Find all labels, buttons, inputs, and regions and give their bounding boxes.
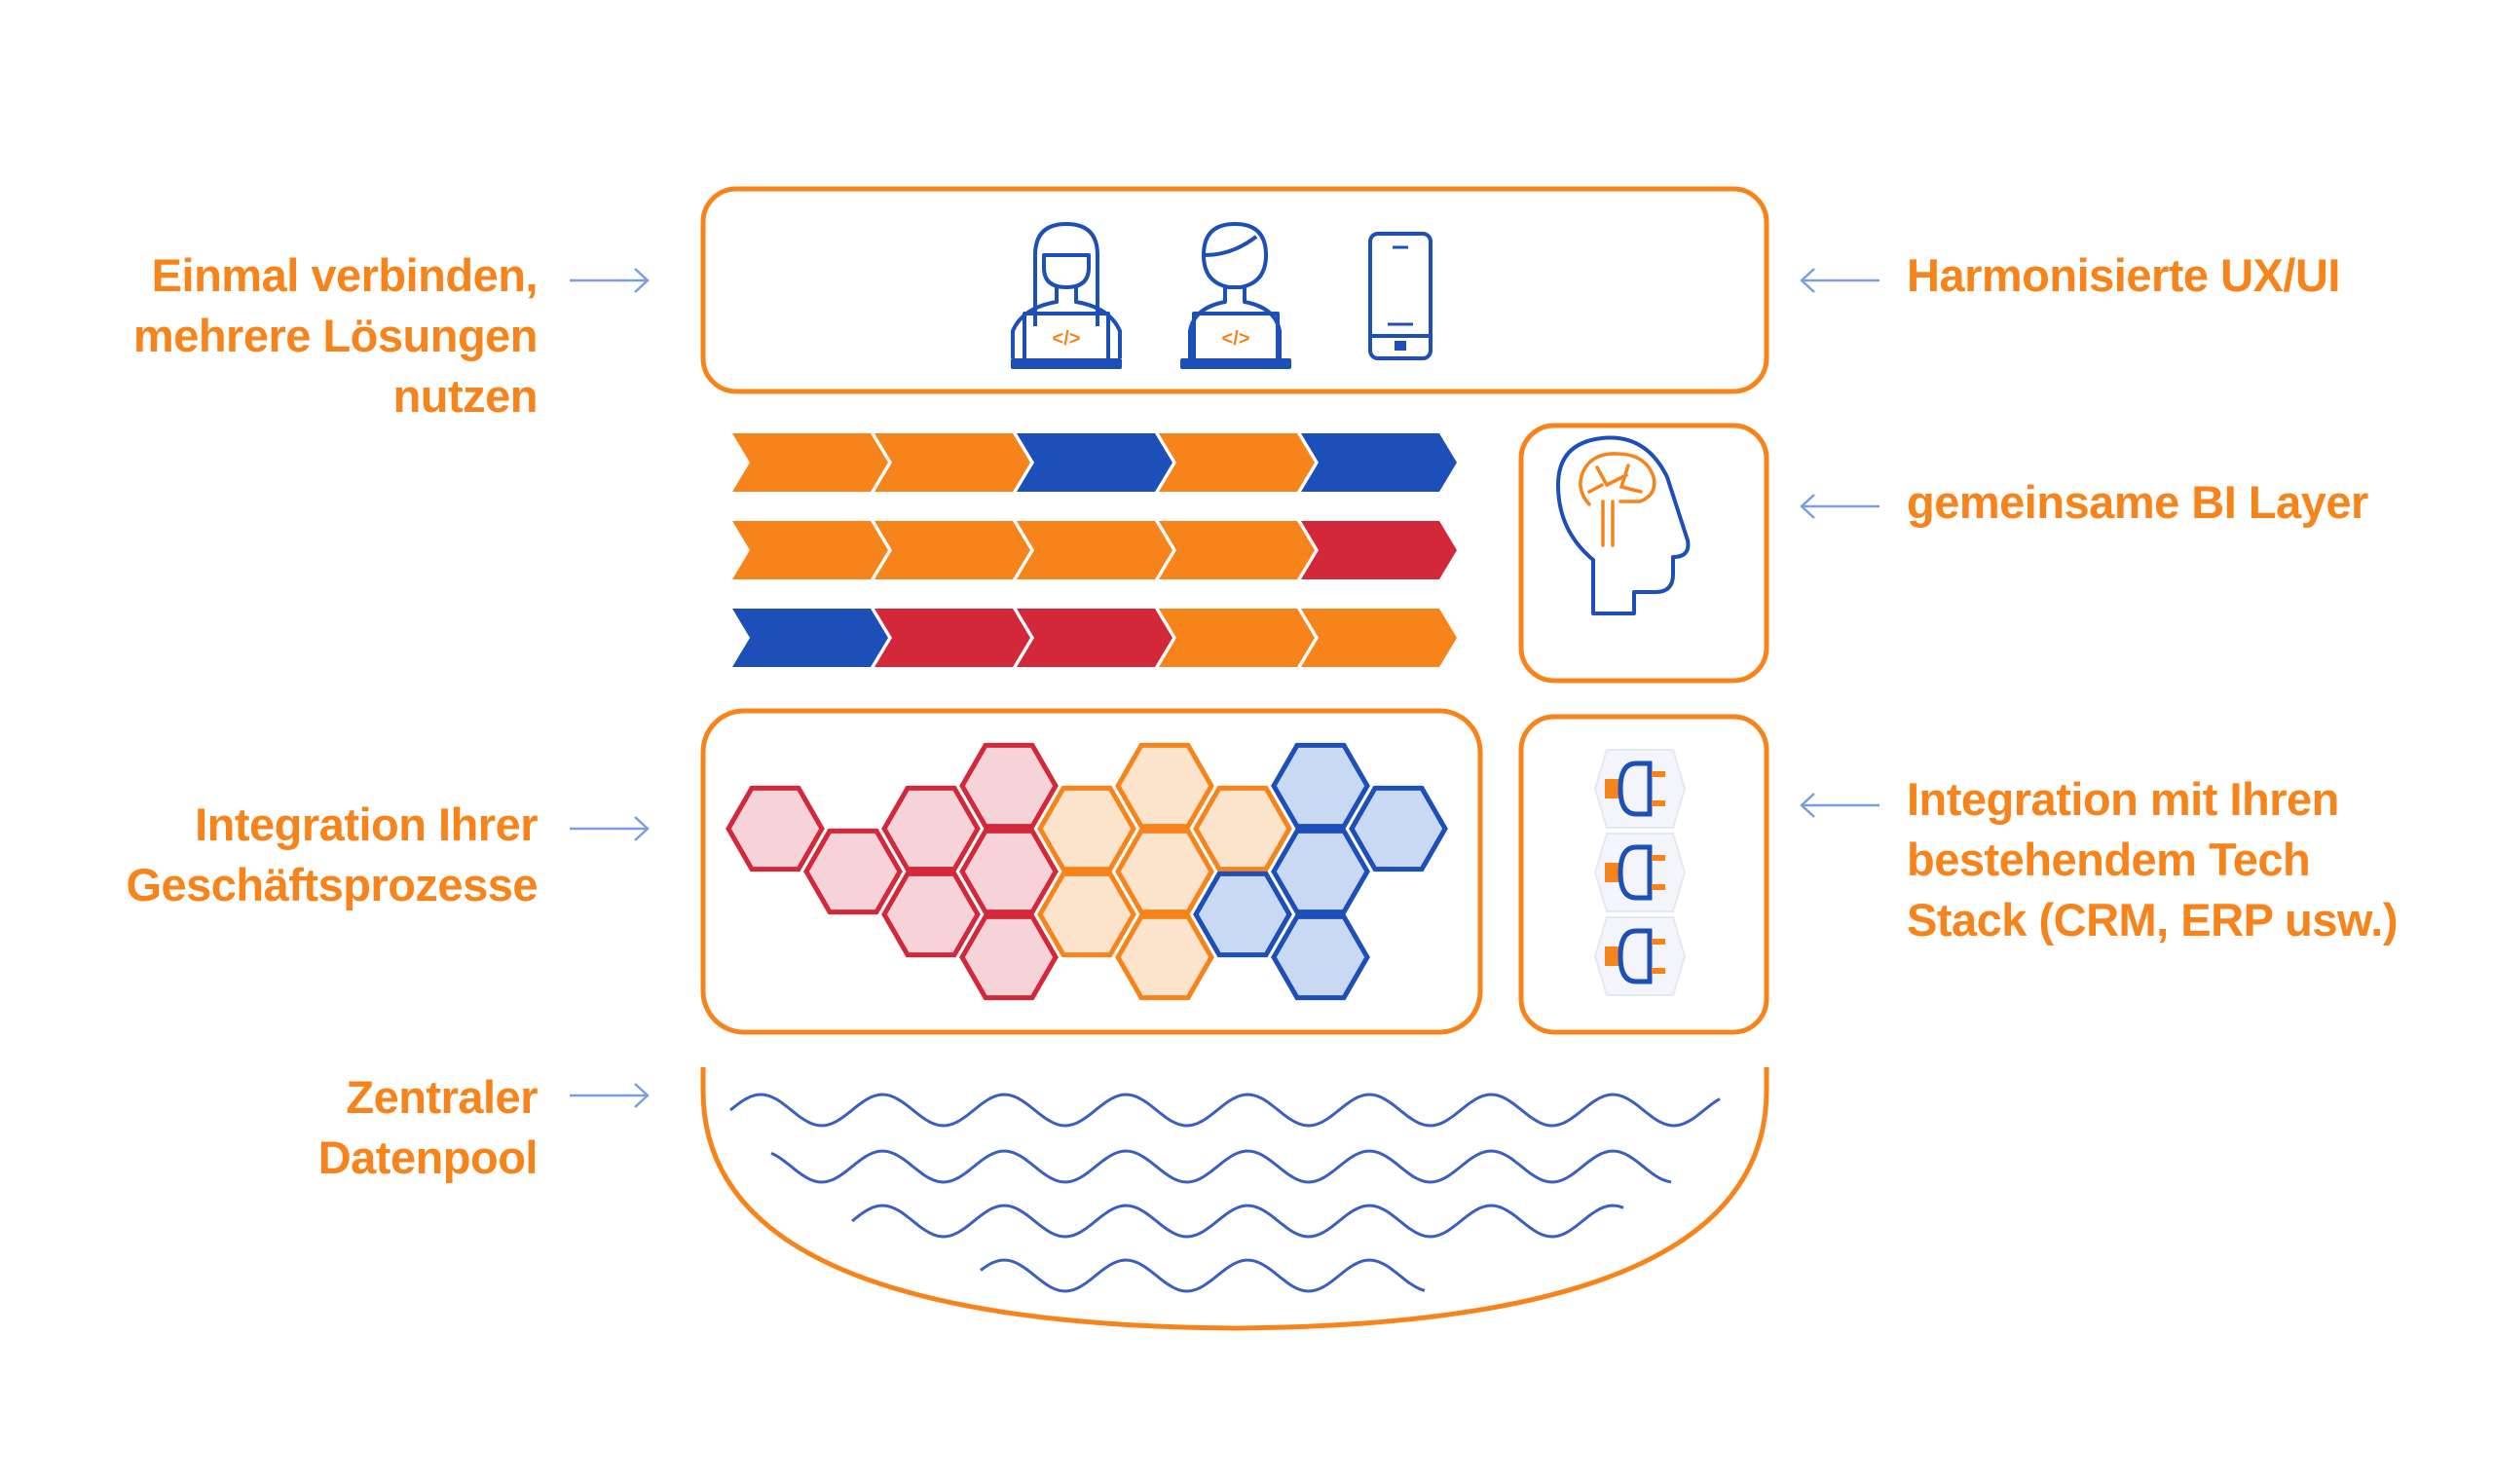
process-hexagon <box>1037 785 1136 872</box>
process-hexagon <box>881 871 981 958</box>
arrow-left-icon <box>1800 268 1879 293</box>
process-hexagon <box>1115 828 1214 915</box>
svg-text:</>: </> <box>1053 328 1081 350</box>
process-hexagon <box>881 785 981 872</box>
bi-layer-box <box>1518 423 1769 684</box>
process-chevron <box>1017 609 1172 667</box>
brain-head-icon <box>1556 435 1691 615</box>
label-line: Integration Ihrer <box>195 798 538 850</box>
label-line: Zentraler <box>346 1071 538 1123</box>
label-tech-stack: Integration mit Ihren bestehendem Tech S… <box>1907 769 2399 950</box>
integration-plugs <box>1593 749 1687 996</box>
label-harmonized-ux: Harmonisierte UX/UI <box>1907 245 2340 306</box>
process-chevron <box>1301 521 1457 579</box>
label-data-pool: Zentraler Datenpool <box>317 1067 539 1188</box>
process-hexagon <box>1115 742 1214 830</box>
arrow-right-icon <box>570 268 650 293</box>
process-hexagon <box>1349 785 1448 872</box>
arrow-right-icon <box>570 1083 650 1108</box>
label-business-processes: Integration Ihrer Geschäftsprozesse <box>126 795 538 915</box>
label-line: Datenpool <box>317 1132 539 1183</box>
label-line: Stack (CRM, ERP usw.) <box>1907 894 2399 946</box>
label-line: Harmonisierte UX/UI <box>1907 249 2340 301</box>
process-chevron <box>1017 521 1172 579</box>
process-hexagon <box>1193 785 1292 872</box>
developer-woman-icon: </> <box>1011 222 1122 369</box>
connector-arrows <box>570 268 1879 1108</box>
plug-icon <box>1593 916 1687 996</box>
process-hexagon <box>959 742 1059 830</box>
process-chevron <box>732 521 888 579</box>
arrow-right-icon <box>570 816 650 841</box>
process-chevron <box>1017 433 1172 492</box>
developer-man-icon: </> <box>1180 222 1291 369</box>
process-chevron <box>874 609 1030 667</box>
label-line: Einmal verbinden, <box>151 249 539 301</box>
data-pool-bowl <box>700 1067 1769 1331</box>
process-hexagon <box>1037 871 1136 958</box>
plug-icon <box>1593 833 1687 912</box>
data-wave <box>729 1093 1721 1128</box>
process-hexagon <box>726 785 825 872</box>
process-chevrons <box>732 433 1457 667</box>
label-line: gemeinsame BI Layer <box>1907 476 2368 528</box>
data-pool-waves <box>729 1093 1721 1293</box>
data-wave <box>980 1258 1426 1293</box>
process-chevron <box>1159 433 1315 492</box>
data-wave <box>851 1204 1624 1239</box>
plug-icon <box>1593 749 1687 829</box>
process-hexagon <box>803 828 903 915</box>
process-chevron <box>874 433 1030 492</box>
process-hexagon <box>959 913 1059 1001</box>
process-layer-box <box>700 708 1483 1035</box>
arrow-left-icon <box>1800 793 1879 818</box>
process-hexagon <box>1115 913 1214 1001</box>
process-hexagon <box>1271 828 1370 915</box>
tech-stack-box <box>1518 714 1769 1035</box>
arrow-left-icon <box>1800 494 1879 519</box>
data-wave <box>770 1149 1672 1184</box>
process-chevron <box>1159 521 1315 579</box>
process-chevron <box>1301 433 1457 492</box>
label-bi-layer: gemeinsame BI Layer <box>1907 472 2368 533</box>
process-hexagon <box>1271 913 1370 1001</box>
process-hexagon <box>1271 742 1370 830</box>
process-chevron <box>732 433 888 492</box>
process-chevron <box>874 521 1030 579</box>
process-hexagon <box>959 828 1059 915</box>
process-chevron <box>1159 609 1315 667</box>
ux-layer-box <box>700 186 1769 394</box>
process-chevron <box>1301 609 1457 667</box>
label-line: Integration mit Ihren <box>1907 773 2339 825</box>
label-line: bestehendem Tech <box>1907 834 2311 885</box>
label-connect-once: Einmal verbinden, mehrere Lösungen nutze… <box>132 245 539 427</box>
process-hexagon <box>1193 871 1292 958</box>
svg-text:</>: </> <box>1222 328 1250 350</box>
process-chevron <box>732 609 888 667</box>
label-line: nutzen <box>392 370 539 422</box>
smartphone-icon <box>1368 232 1433 360</box>
label-line: mehrere Lösungen <box>132 310 539 361</box>
label-line: Geschäftsprozesse <box>126 859 538 910</box>
process-hexagons <box>726 742 1448 1001</box>
